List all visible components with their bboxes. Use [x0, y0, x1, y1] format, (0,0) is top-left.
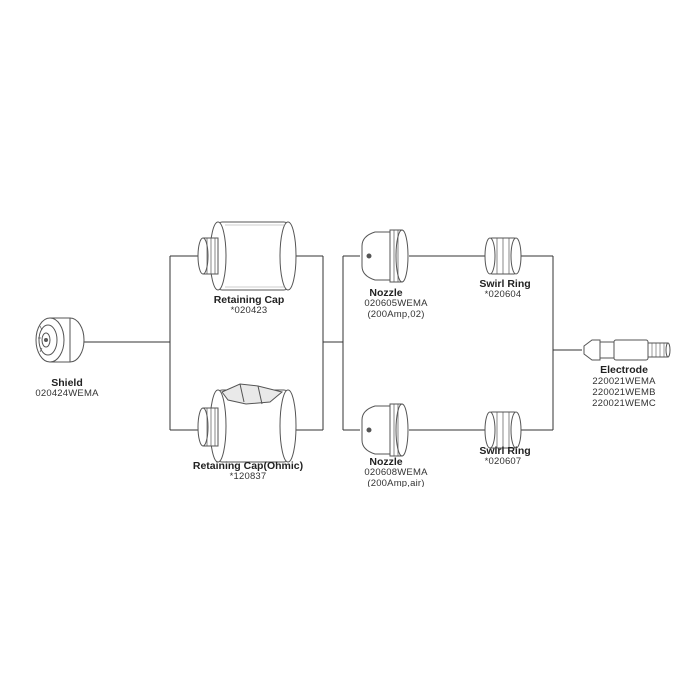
electrode-title: Electrode: [600, 364, 648, 376]
swirl-ring-bottom-part: [484, 411, 522, 449]
swirl-ring-top-code: *020604: [484, 289, 522, 300]
retaining-cap-ohmic-title: Retaining Cap(Ohmic): [192, 460, 304, 472]
nozzle-bottom-code: 020608WEMA: [364, 467, 428, 478]
nozzle-bottom-part: [361, 403, 409, 457]
retaining-cap-code: *020423: [230, 305, 268, 316]
retaining-cap-ohmic-part: [197, 383, 297, 463]
swirl-ring-top-part: [484, 237, 522, 275]
nozzle-top-part: [361, 229, 409, 283]
shield-part: [35, 317, 85, 363]
nozzle-top-note: (200Amp,02): [367, 309, 425, 320]
electrode-part: [583, 339, 671, 361]
swirl-ring-top-title: Swirl Ring: [479, 278, 531, 290]
retaining-cap-part: [197, 221, 297, 291]
electrode-code-b: 220021WEMB: [592, 387, 656, 398]
shield-title: Shield: [51, 377, 83, 389]
nozzle-bottom-title: Nozzle: [369, 456, 403, 468]
shield-code: 020424WEMA: [35, 388, 99, 399]
swirl-ring-bottom-title: Swirl Ring: [479, 445, 531, 457]
retaining-cap-title: Retaining Cap: [213, 294, 285, 306]
electrode-code-c: 220021WEMC: [592, 398, 656, 409]
nozzle-top-title: Nozzle: [369, 287, 403, 299]
swirl-ring-bottom-code: *020607: [484, 456, 522, 467]
nozzle-top-code: 020605WEMA: [364, 298, 428, 309]
electrode-code-a: 220021WEMA: [592, 376, 656, 387]
nozzle-bottom-note: (200Amp,air): [367, 479, 425, 487]
retaining-cap-ohmic-code: *120837: [229, 471, 267, 482]
connector-lines: [84, 255, 582, 431]
